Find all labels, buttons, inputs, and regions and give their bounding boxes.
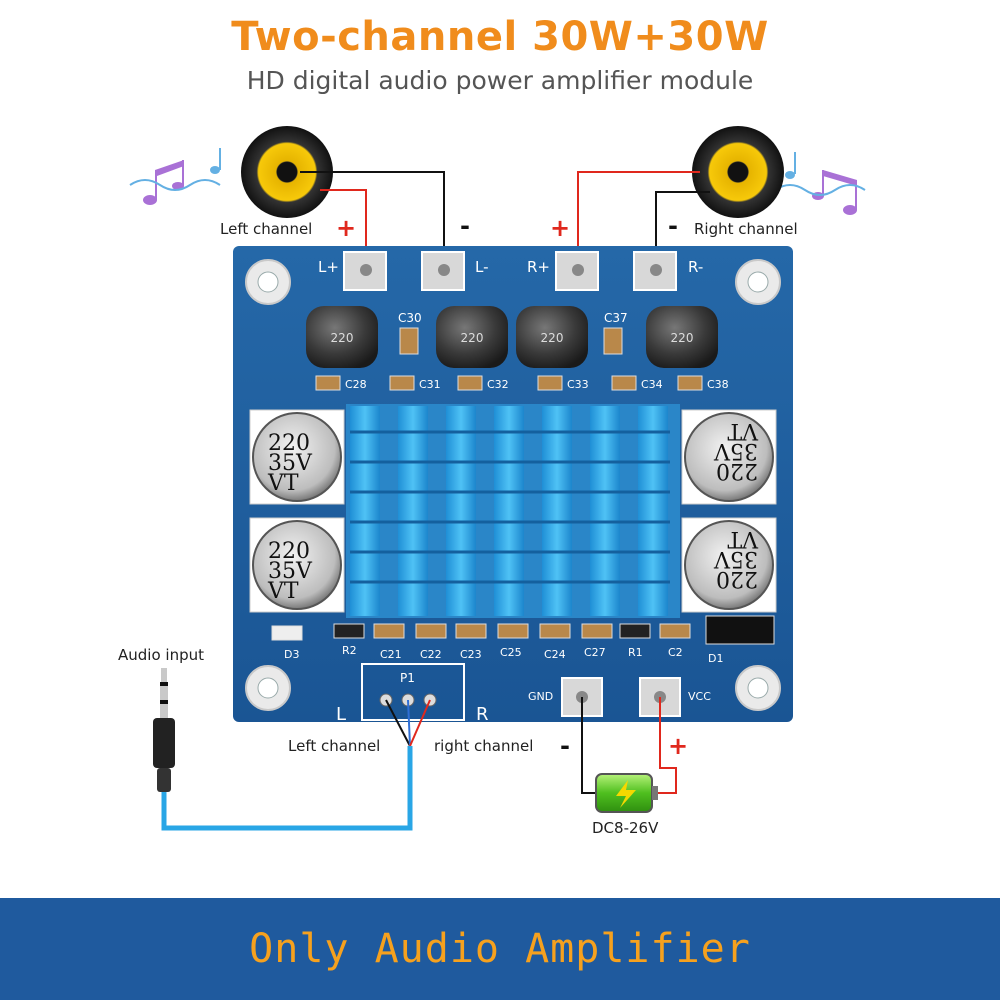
right-speaker-label: Right channel — [694, 220, 798, 238]
component-label: D3 — [284, 648, 299, 661]
cap-voltage: 35V — [268, 451, 313, 476]
left-speaker-icon — [241, 126, 333, 218]
power-plus-sign: + — [668, 732, 689, 760]
cap-voltage: 35V — [268, 559, 313, 584]
speaker-terminals — [343, 251, 677, 291]
header-r-label: R — [476, 704, 489, 725]
cap-voltage: 35V — [713, 438, 758, 463]
small-capacitors — [399, 327, 623, 355]
amplifier-diagram: L+ L- R+ R- 220 220 220 220 C30 C37 C28 … — [129, 126, 866, 831]
component-label: C25 — [500, 646, 522, 659]
cap-voltage: 35V — [713, 546, 758, 571]
power-minus-sign: - — [560, 732, 570, 760]
component-label: C23 — [460, 648, 482, 661]
electrolytic-right-text: 220 35V VT 220 35V VT — [713, 418, 759, 591]
component-label: C24 — [544, 648, 566, 661]
footer-banner: Only Audio Amplifier — [0, 898, 1000, 1000]
power-terminal-labels: GND VCC — [528, 690, 711, 703]
input-left-channel-label: Left channel — [288, 737, 381, 755]
cap-value: 220 — [268, 539, 310, 564]
cap-label: C38 — [707, 378, 729, 391]
cap-label: C32 — [487, 378, 509, 391]
cap-label: C33 — [567, 378, 589, 391]
component-label: D1 — [708, 652, 723, 665]
electrolytic-capacitors-right — [681, 409, 777, 613]
cap-label: C30 — [398, 311, 422, 325]
voltage-label: DC8-26V — [592, 819, 659, 837]
gnd-label: GND — [528, 690, 553, 703]
cap-label: C34 — [641, 378, 663, 391]
component-label: R2 — [342, 644, 357, 657]
cap-series: VT — [267, 579, 299, 604]
cap-label: C28 — [345, 378, 367, 391]
input-right-channel-label: right channel — [434, 737, 534, 755]
inductor-mark: 220 — [461, 331, 484, 345]
component-label: C22 — [420, 648, 442, 661]
cap-value: 220 — [716, 566, 758, 591]
vcc-label: VCC — [688, 690, 711, 703]
header-label: P1 — [400, 671, 415, 685]
heatsink — [346, 404, 680, 618]
terminal-label-l-plus: L+ — [318, 258, 339, 276]
music-notes-left-icon — [129, 148, 221, 205]
audio-jack-icon — [153, 668, 175, 792]
page-title: Two-channel 30W+30W — [231, 14, 769, 60]
audio-input-label: Audio input — [118, 646, 204, 664]
left-speaker-label: Left channel — [220, 220, 313, 238]
component-label: C2 — [668, 646, 683, 659]
cap-label: C37 — [604, 311, 628, 325]
terminal-label-r-minus: R- — [688, 258, 703, 276]
cap-value: 220 — [268, 431, 310, 456]
cap-label: C31 — [419, 378, 441, 391]
terminal-label-l-minus: L- — [475, 258, 489, 276]
electrolytic-left-text: 220 35V VT 220 35V VT — [267, 431, 313, 604]
inductors — [306, 306, 718, 368]
inductor-marks: 220 220 220 220 — [331, 331, 694, 345]
terminal-label-r-plus: R+ — [527, 258, 550, 276]
input-header-labels: P1 L R — [336, 671, 489, 725]
inductor-mark: 220 — [541, 331, 564, 345]
cap-series: VT — [727, 526, 759, 551]
cap-series: VT — [267, 471, 299, 496]
cap-row-bottom-labels: D3 R2 C21 C22 C23 C25 C24 C27 R1 C2 D1 — [284, 644, 723, 665]
left-speaker-wires — [300, 171, 445, 268]
inductor-mark: 220 — [671, 331, 694, 345]
battery-icon — [595, 773, 658, 813]
input-wires — [161, 699, 431, 831]
cap-value: 220 — [716, 458, 758, 483]
page-subtitle: HD digital audio power amplifier module — [246, 66, 754, 95]
footer-banner-text: Only Audio Amplifier — [249, 926, 751, 972]
music-notes-right-icon — [774, 152, 866, 215]
right-plus-sign: + — [550, 214, 571, 242]
component-label: C27 — [584, 646, 606, 659]
cap-row-bottom — [271, 615, 775, 645]
cap-row-top — [315, 375, 703, 391]
cap-series: VT — [727, 418, 759, 443]
right-speaker-wires — [577, 171, 710, 268]
small-cap-labels: C30 C37 — [398, 311, 628, 325]
left-minus-sign: - — [460, 212, 470, 240]
right-speaker-icon — [692, 126, 784, 218]
cap-row-top-labels: C28 C31 C32 C33 C34 C38 — [345, 378, 729, 391]
component-label: C21 — [380, 648, 402, 661]
component-label: R1 — [628, 646, 643, 659]
electrolytic-capacitors-left — [249, 409, 345, 613]
left-plus-sign: + — [336, 214, 357, 242]
terminal-labels: L+ L- R+ R- — [318, 258, 703, 276]
inductor-mark: 220 — [331, 331, 354, 345]
power-wires — [581, 697, 677, 794]
header-l-label: L — [336, 704, 346, 725]
right-minus-sign: - — [668, 212, 678, 240]
